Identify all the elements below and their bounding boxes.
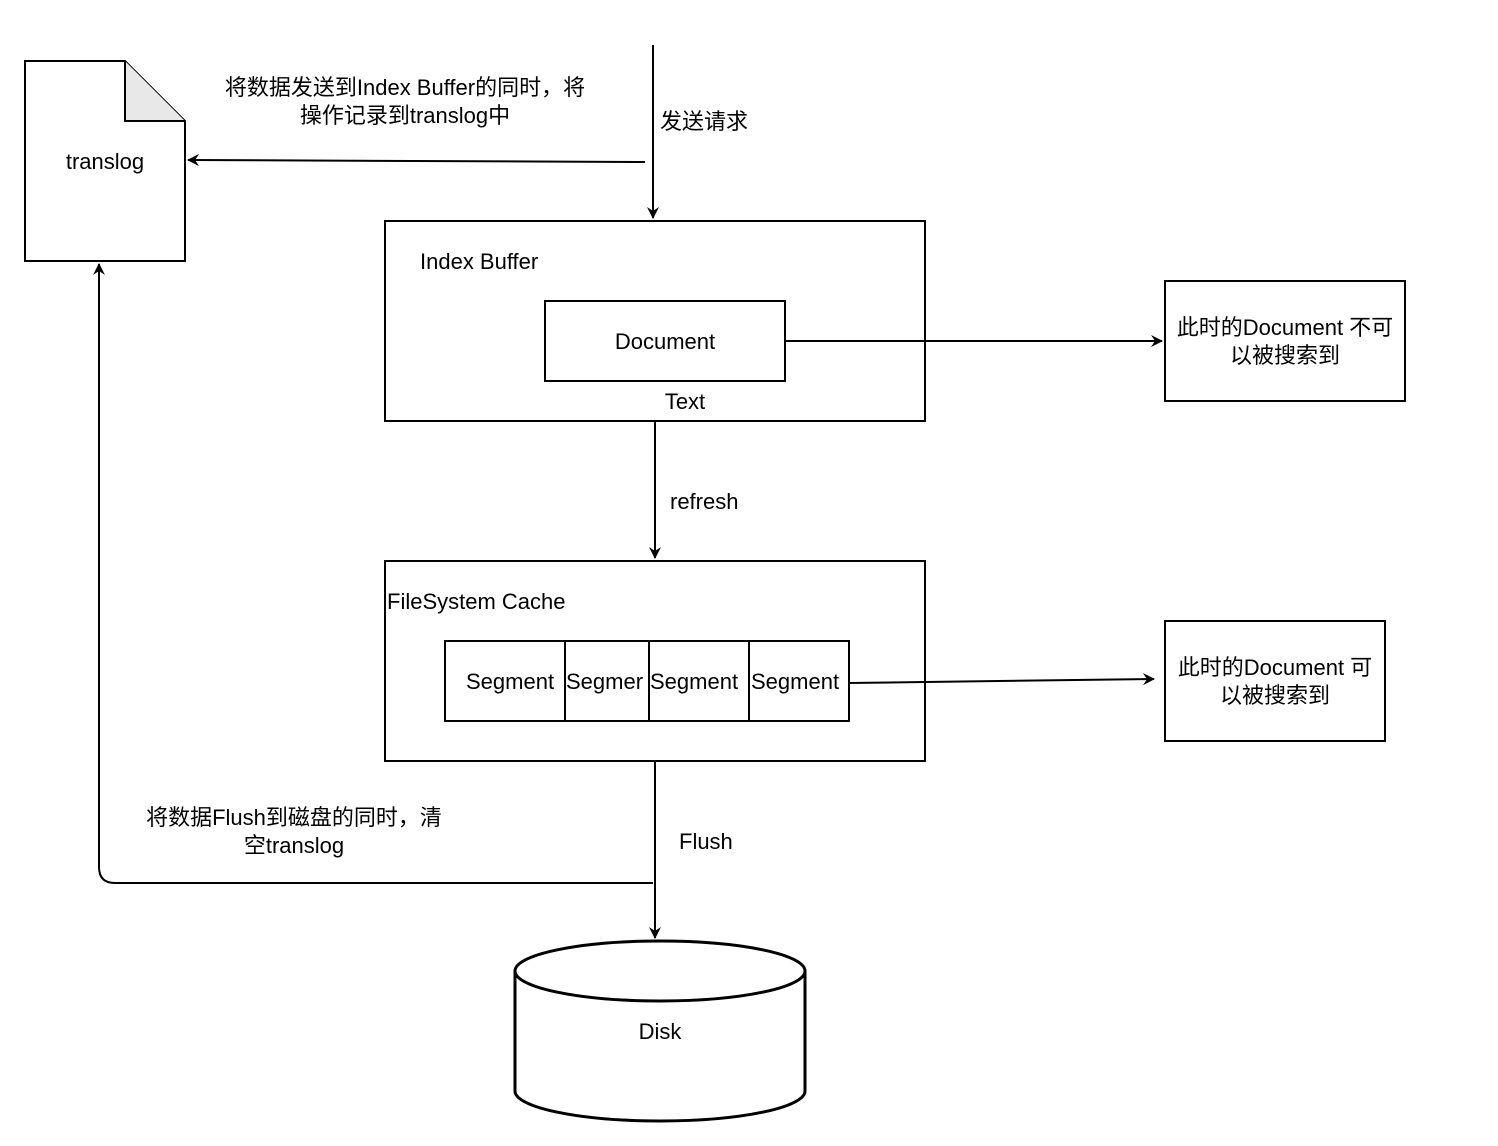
segment-label-1: Segment — [466, 669, 555, 694]
disk-cylinder-body — [513, 971, 807, 1123]
translog-arrow — [187, 154, 646, 167]
to-translog-line2: 操作记录到translog中 — [299, 103, 511, 128]
clear-translog-arrow — [93, 263, 653, 884]
document-label: Document — [614, 329, 716, 354]
index-buffer-label: Index Buffer — [420, 249, 539, 274]
segment-box-3 — [648, 640, 750, 722]
searchable-arrow — [848, 673, 1155, 686]
segment-box-1 — [444, 640, 566, 722]
segment-label-3: Segment — [650, 669, 739, 694]
text-label: Text — [664, 389, 706, 414]
disk-label: Disk — [638, 1019, 682, 1044]
not-searchable-box — [1164, 280, 1406, 402]
clear-translog-line1: 将数据Flush到磁盘的同时，清 — [146, 805, 442, 830]
to-translog-line1: 将数据发送到Index Buffer的同时，将 — [224, 75, 586, 100]
segment-box-2 — [564, 640, 650, 722]
flush-label: Flush — [679, 829, 733, 854]
searchable-box — [1164, 620, 1386, 742]
translog-fold-corner — [124, 61, 185, 122]
segment-label-4: Segment — [751, 669, 840, 694]
clear-translog-line2: 空translog — [243, 833, 345, 858]
not-searchable-line1: 此时的Document 不可 — [1176, 315, 1394, 340]
searchable-line2: 以被搜索到 — [1219, 683, 1330, 708]
refresh-label: refresh — [670, 489, 739, 514]
segment-label-2: Segmer — [566, 669, 644, 694]
segment-box-4 — [748, 640, 850, 722]
send-request-label: 发送请求 — [660, 109, 749, 134]
translog-label: translog — [65, 149, 145, 174]
not-searchable-line2: 以被搜索到 — [1229, 343, 1340, 368]
searchable-line1: 此时的Document 可 — [1177, 655, 1373, 680]
filesystem-cache-label: FileSystem Cache — [387, 589, 566, 614]
disk-cylinder-top — [513, 939, 807, 1003]
document-box — [544, 300, 786, 382]
